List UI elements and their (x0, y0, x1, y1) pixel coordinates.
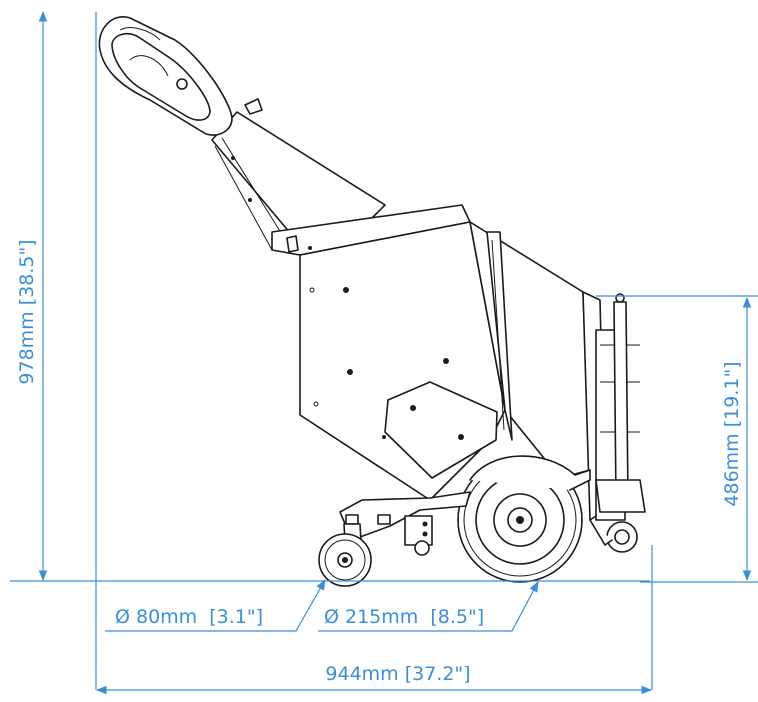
dimension-lines (10, 10, 758, 695)
rear-bumper (582, 291, 646, 553)
wheel-diameter-label: Ø 215mm [8.5"] (324, 606, 484, 628)
drive-wheel (457, 455, 591, 583)
total-height-label: 978mm [38.5"] (16, 239, 38, 384)
total-length-label: 944mm [37.2"] (325, 663, 470, 685)
handle-height-label: 486mm [19.1"] (721, 361, 743, 506)
upper-housing (271, 204, 471, 256)
tug-machine-drawing (98, 16, 646, 587)
main-body (299, 221, 506, 501)
caster-diameter-label: Ø 80mm [3.1"] (115, 606, 263, 628)
wheel-leader-line (318, 581, 539, 632)
battery-cover (469, 221, 591, 479)
caster-wheel (318, 523, 372, 587)
caster-leader-line (105, 579, 326, 632)
steering-handle (98, 16, 386, 251)
chassis-arm (339, 491, 471, 556)
